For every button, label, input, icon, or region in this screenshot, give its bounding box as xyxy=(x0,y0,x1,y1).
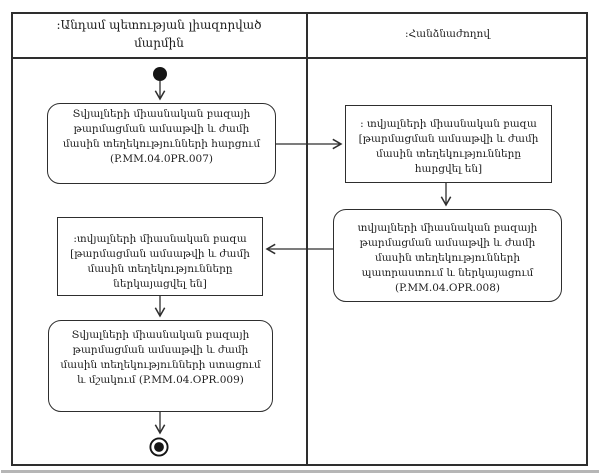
swimlane-header-separator xyxy=(11,57,588,59)
swimlane-header-authorized-body: :Անդամ պետության լիազորված մարմին xyxy=(11,12,307,57)
object-node-database-submitted-label: :տվյալների միասնական բազա [թարմացման ամս… xyxy=(70,233,250,290)
object-node-database-queried: : տվյալների միասնական բազա [թարմացման ամ… xyxy=(345,105,552,183)
activity-node-receive-009-label: Տվյալների միասնական բազայի թարմացման ամս… xyxy=(60,329,261,386)
swimlane-title-commission: :Հանձնաժողով xyxy=(405,27,490,40)
activity-node-prepare-008: տվյալների միասնական բազայի թարմացման ամս… xyxy=(333,209,562,302)
swimlane-divider xyxy=(306,12,308,466)
activity-node-request-007: Տվյալների միասնական բազայի թարմացման ամս… xyxy=(47,103,276,184)
object-node-database-submitted: :տվյալների միասնական բազա [թարմացման ամս… xyxy=(57,217,263,296)
activity-node-request-007-label: Տվյալների միասնական բազայի թարմացման ամս… xyxy=(62,108,261,165)
object-node-database-queried-label: : տվյալների միասնական բազա [թարմացման ամ… xyxy=(358,118,539,175)
swimlane-header-commission: :Հանձնաժողով xyxy=(307,12,588,57)
activity-node-receive-009: Տվյալների միասնական բազայի թարմացման ամս… xyxy=(48,320,273,412)
swimlane-title-authorized-body: :Անդամ պետության լիազորված մարմին xyxy=(56,18,262,50)
activity-node-prepare-008-label: տվյալների միասնական բազայի թարմացման ամս… xyxy=(357,222,538,294)
scan-shadow-artifact xyxy=(1,470,599,473)
